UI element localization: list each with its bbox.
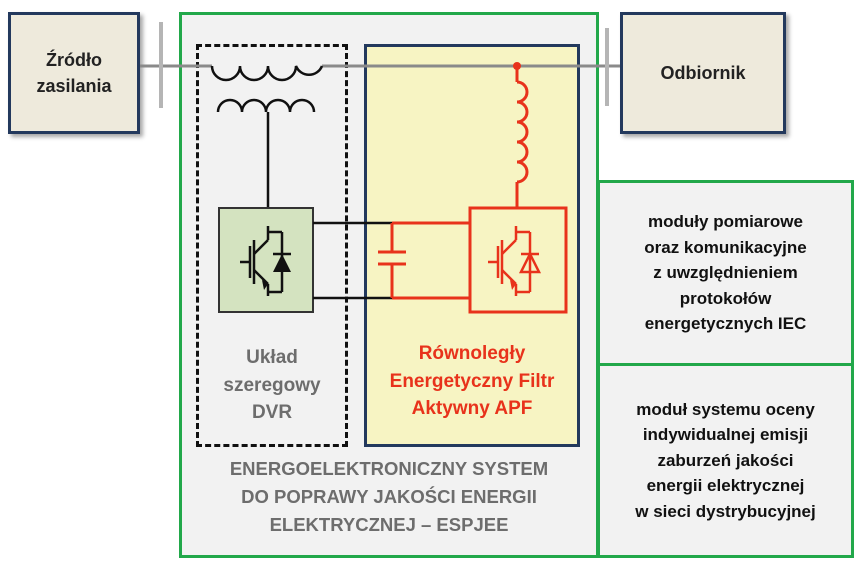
measurement-communication-module-box: moduły pomiarowe oraz komunikacyjne z uw… bbox=[597, 180, 854, 366]
apf-inductor bbox=[516, 80, 529, 184]
apf-converter-block bbox=[468, 206, 568, 314]
apf-label: Równoległy Energetyczny Filtr Aktywny AP… bbox=[389, 343, 555, 420]
dvr-converter-block bbox=[218, 207, 314, 313]
apf-igbt-icon bbox=[488, 226, 542, 296]
load-label: Odbiornik bbox=[660, 62, 746, 83]
power-source-label: Źródło zasilania bbox=[36, 49, 112, 96]
dvr-label: Układ szeregowy DVR bbox=[223, 347, 321, 424]
espjee-system-label: ENERGOELEKTRONICZNY SYSTEM DO POPRAWY JA… bbox=[229, 458, 549, 535]
transformer-primary-coil bbox=[210, 65, 324, 82]
transformer-secondary-coil bbox=[216, 98, 316, 113]
dvr-diode-icon bbox=[273, 254, 291, 272]
power-source-node: Źródło zasilania bbox=[8, 12, 140, 134]
load-node: Odbiornik bbox=[620, 12, 786, 134]
apf-connection-node bbox=[513, 62, 521, 70]
emission-module-label: moduł systemu oceny indywidualnej emisji… bbox=[635, 399, 816, 521]
emission-assessment-module-box: moduł systemu oceny indywidualnej emisji… bbox=[597, 363, 854, 558]
dvr-region bbox=[196, 44, 348, 447]
measurement-module-label: moduły pomiarowe oraz komunikacyjne z uw… bbox=[644, 212, 807, 334]
apf-region bbox=[364, 44, 580, 447]
